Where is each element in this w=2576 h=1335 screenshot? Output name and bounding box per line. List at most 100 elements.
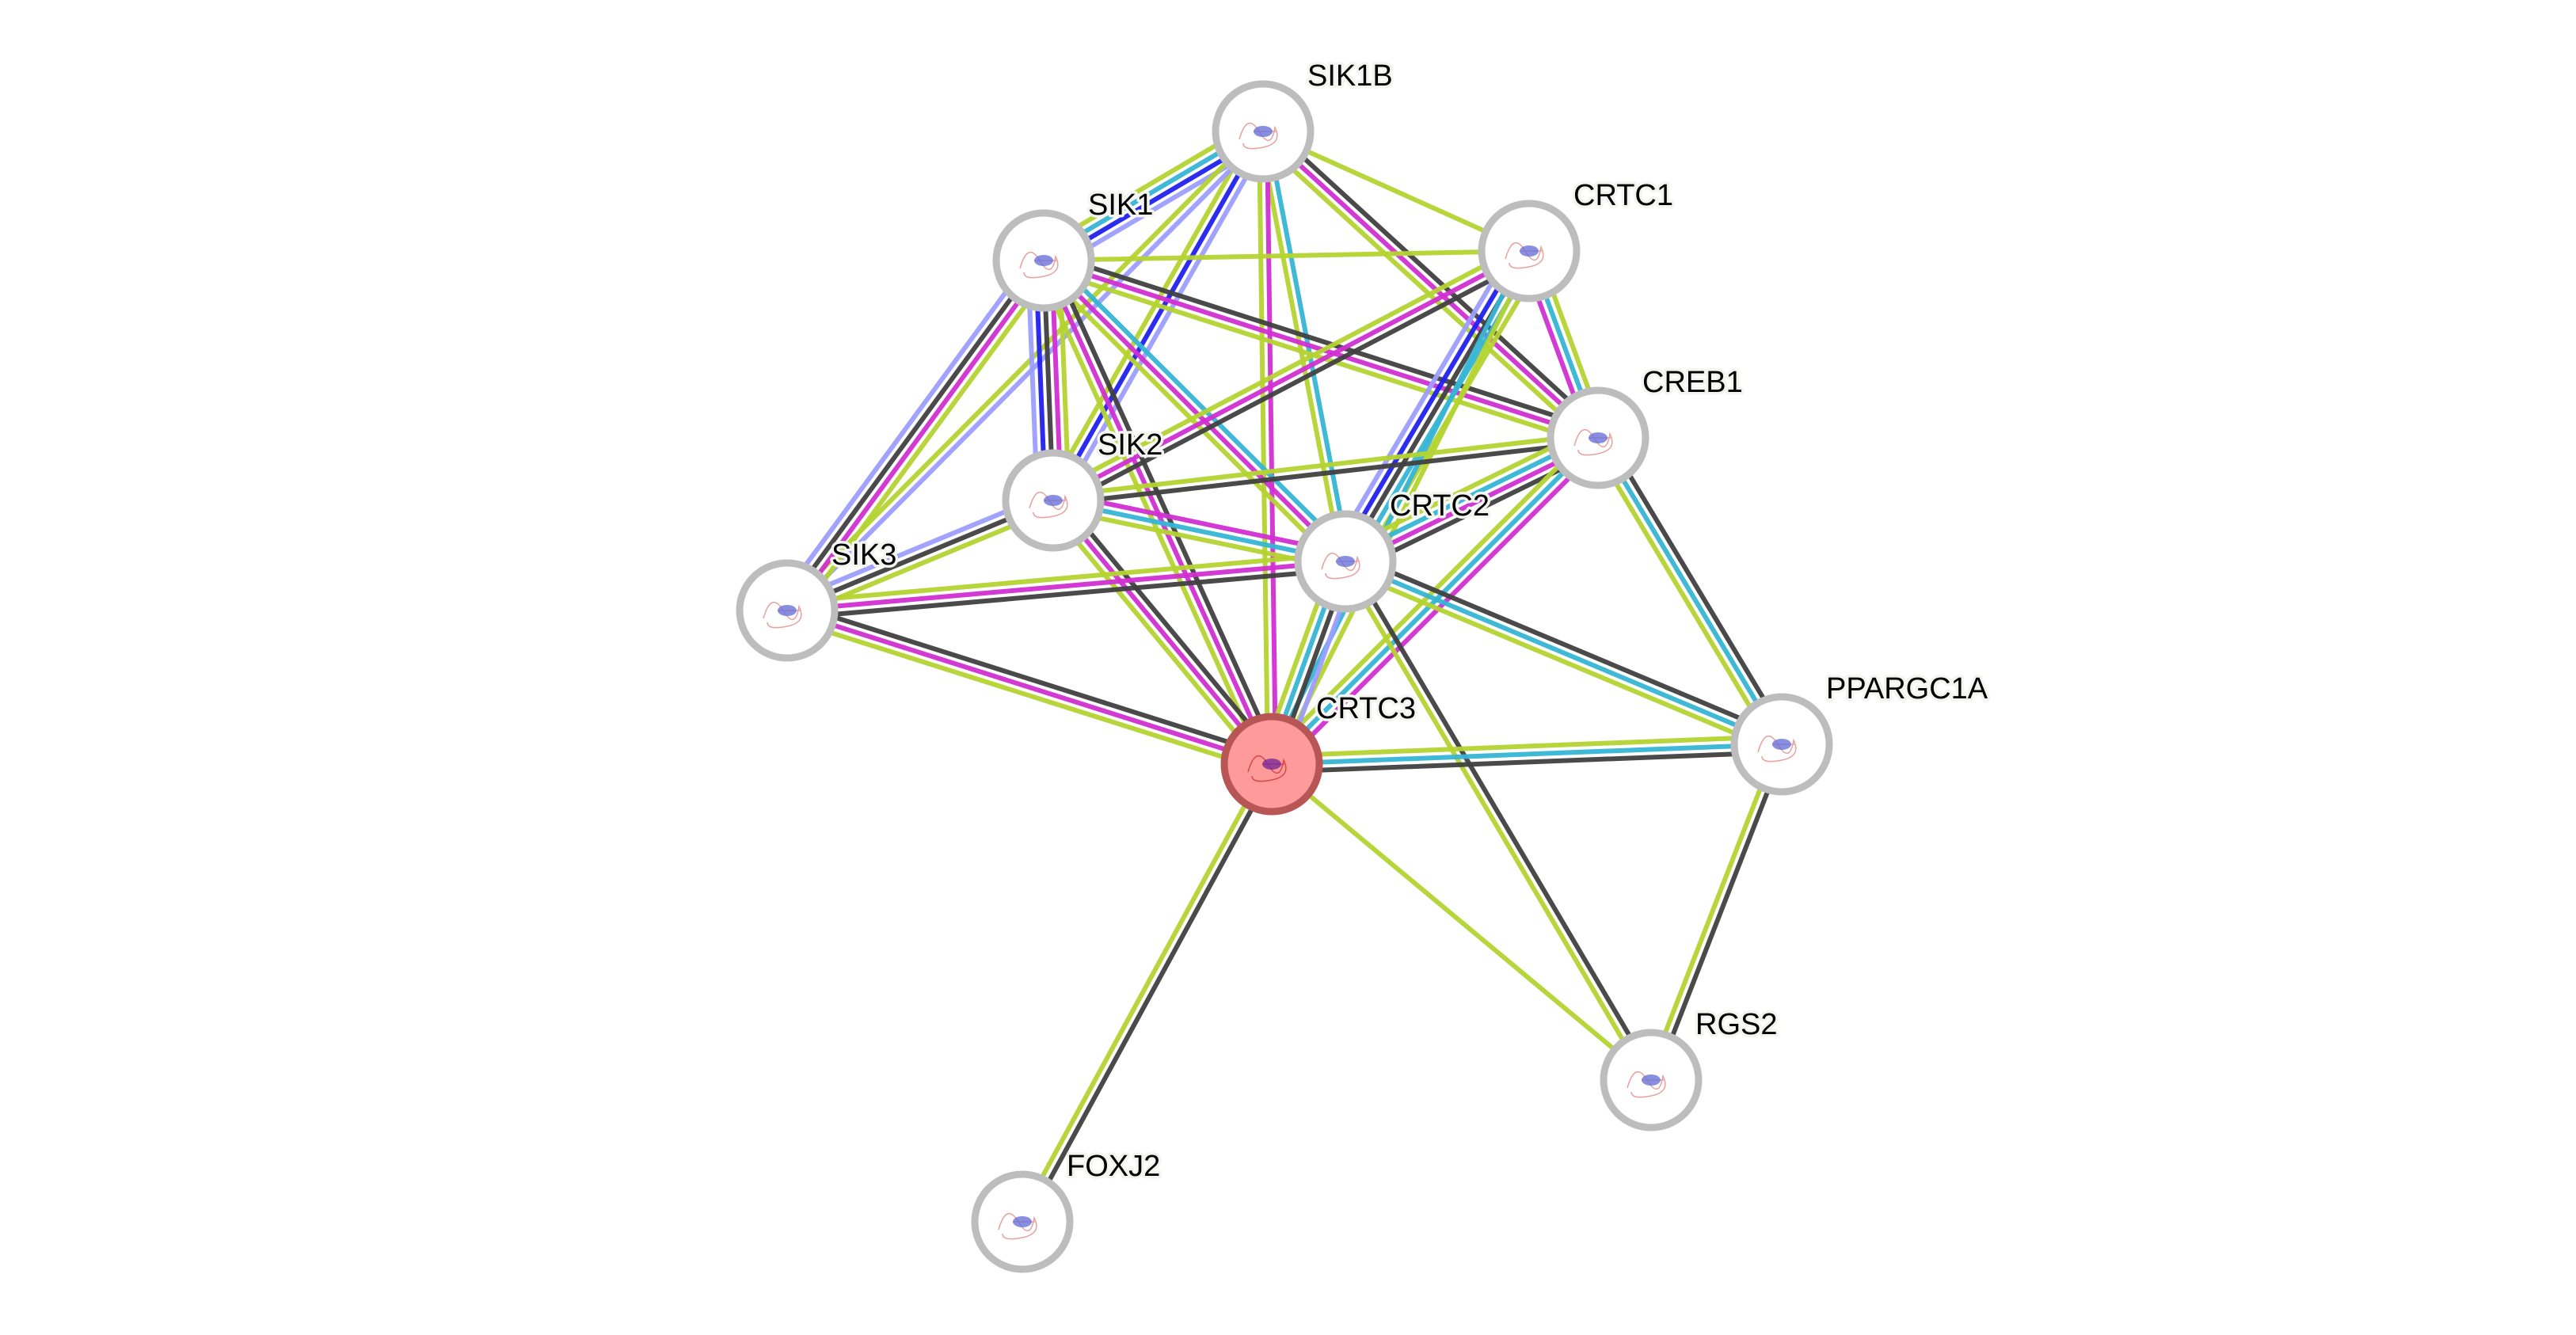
node-crtc3[interactable]: CRTC3 — [1220, 690, 1419, 816]
node-rgs2[interactable]: RGS2 — [1600, 1006, 1780, 1132]
experimental-evidence-line — [1052, 249, 1531, 503]
node-label: SIK1 — [1088, 188, 1153, 222]
edge-creb1-sik2[interactable] — [1052, 432, 1599, 507]
cooccurrence-evidence-line — [1336, 245, 1524, 559]
experimental-evidence-line — [1261, 129, 1600, 440]
textmining-evidence-line — [1341, 566, 1780, 754]
edge-crtc1-crtc3[interactable] — [1265, 248, 1535, 767]
node-sik2[interactable]: SIK2 — [1002, 426, 1166, 552]
textmining-evidence-line — [1048, 242, 1527, 496]
cooccurrence-evidence-line — [1051, 130, 1265, 502]
experimental-evidence-line — [788, 261, 1049, 614]
homology-evidence-line — [1330, 242, 1518, 555]
node-label: RGS2 — [1695, 1008, 1777, 1041]
textmining-evidence-line — [1036, 264, 1342, 569]
node-crtc1[interactable]: CRTC1 — [1478, 177, 1676, 302]
curated-evidence-line — [1596, 436, 1784, 746]
edge-crtc3-foxj2[interactable] — [1016, 761, 1278, 1225]
edge-crtc3-rgs2[interactable] — [1270, 762, 1653, 1082]
experimental-evidence-line — [1041, 258, 1348, 564]
edge-crtc2-rgs2[interactable] — [1340, 557, 1657, 1084]
textmining-evidence-line — [1340, 562, 1650, 1084]
coexpression-evidence-line — [1652, 744, 1788, 1082]
coexpression-evidence-line — [1347, 552, 1786, 740]
protein-core-icon — [1642, 1074, 1661, 1086]
protein-core-icon — [1589, 432, 1608, 443]
coexpression-evidence-line — [1272, 749, 1783, 774]
textmining-evidence-line — [1257, 131, 1345, 563]
edge-ppargc1a-rgs2[interactable] — [1645, 742, 1788, 1082]
node-label: FOXJ2 — [1067, 1150, 1160, 1183]
coexpression-evidence-line — [1266, 124, 1605, 434]
textmining-evidence-line — [1044, 504, 1268, 771]
edge-sik1b-creb1[interactable] — [1256, 124, 1605, 446]
node-foxj2[interactable]: FOXJ2 — [971, 1147, 1163, 1273]
edge-sik1-sik3[interactable] — [775, 252, 1056, 619]
textmining-evidence-line — [1016, 761, 1271, 1222]
textmining-evidence-line — [1273, 251, 1535, 767]
edge-crtc3-ppargc1a[interactable] — [1271, 734, 1783, 774]
node-sik3[interactable]: SIK3 — [736, 536, 900, 662]
protein-core-icon — [1772, 739, 1791, 750]
protein-core-icon — [1262, 759, 1281, 770]
experimental-evidence-line — [1264, 131, 1278, 764]
coexpression-evidence-line — [1023, 764, 1278, 1225]
node-label: SIK2 — [1098, 428, 1162, 462]
textmining-evidence-line — [786, 551, 1345, 606]
protein-core-icon — [1520, 245, 1539, 257]
curated-evidence-line — [1265, 248, 1528, 764]
coexpression-evidence-line — [789, 600, 1275, 759]
textmining-evidence-line — [1270, 762, 1653, 1082]
textmining-evidence-line — [1034, 262, 1267, 769]
edge-creb1-ppargc1a[interactable] — [1589, 432, 1791, 750]
edge-sik2-crtc3[interactable] — [1044, 493, 1280, 771]
node-label: CRTC1 — [1573, 179, 1673, 212]
protein-core-icon — [1336, 556, 1355, 567]
node-label: SIK1B — [1307, 59, 1393, 93]
coexpression-evidence-line — [1057, 493, 1280, 761]
experimental-evidence-line — [1275, 441, 1606, 772]
coexpression-evidence-line — [1045, 250, 1601, 433]
coexpression-evidence-line — [787, 566, 1347, 621]
experimental-evidence-line — [786, 608, 1273, 766]
curated-evidence-line — [1047, 253, 1353, 558]
node-label: SIK3 — [831, 538, 896, 572]
edge-crtc1-sik2[interactable] — [1048, 242, 1535, 510]
curated-evidence-line — [1344, 559, 1783, 747]
coexpression-evidence-line — [782, 257, 1043, 610]
edge-crtc2-ppargc1a[interactable] — [1341, 552, 1786, 754]
textmining-evidence-line — [1645, 742, 1781, 1080]
coexpression-evidence-line — [1346, 557, 1657, 1079]
node-crtc2[interactable]: CRTC2 — [1294, 487, 1493, 613]
node-label: PPARGC1A — [1826, 672, 1988, 706]
experimental-evidence-line — [786, 559, 1346, 613]
coexpression-evidence-line — [1056, 256, 1535, 510]
node-ppargc1a[interactable]: PPARGC1A — [1730, 670, 1991, 796]
node-creb1[interactable]: CREB1 — [1547, 363, 1745, 489]
edge-sik1b-sik2[interactable] — [1044, 126, 1273, 506]
node-sik1b[interactable]: SIK1B — [1212, 57, 1395, 183]
node-sik1[interactable]: SIK1 — [992, 186, 1156, 312]
edge-sik3-crtc3[interactable] — [784, 600, 1275, 774]
curated-evidence-line — [1271, 742, 1783, 766]
node-label: CRTC2 — [1390, 489, 1490, 523]
experimental-evidence-line — [1051, 499, 1274, 766]
node-label: CRTC3 — [1316, 692, 1416, 725]
textmining-evidence-line — [1043, 249, 1530, 263]
edge-sik1-crtc1[interactable] — [1043, 249, 1530, 263]
edge-sik1b-crtc3[interactable] — [1257, 131, 1278, 765]
coexpression-evidence-line — [1048, 256, 1281, 763]
coexpression-evidence-line — [1053, 439, 1599, 507]
textmining-evidence-line — [1257, 131, 1271, 765]
edge-sik3-crtc2[interactable] — [786, 551, 1347, 621]
textmining-evidence-line — [784, 615, 1270, 774]
homology-evidence-line — [775, 252, 1037, 605]
textmining-evidence-line — [1589, 440, 1777, 750]
coexpression-evidence-line — [1603, 432, 1791, 742]
protein-core-icon — [1254, 126, 1273, 137]
textmining-evidence-line — [1041, 265, 1596, 448]
node-label: CREB1 — [1642, 366, 1743, 399]
edge-sik1-crtc2[interactable] — [1036, 253, 1353, 569]
